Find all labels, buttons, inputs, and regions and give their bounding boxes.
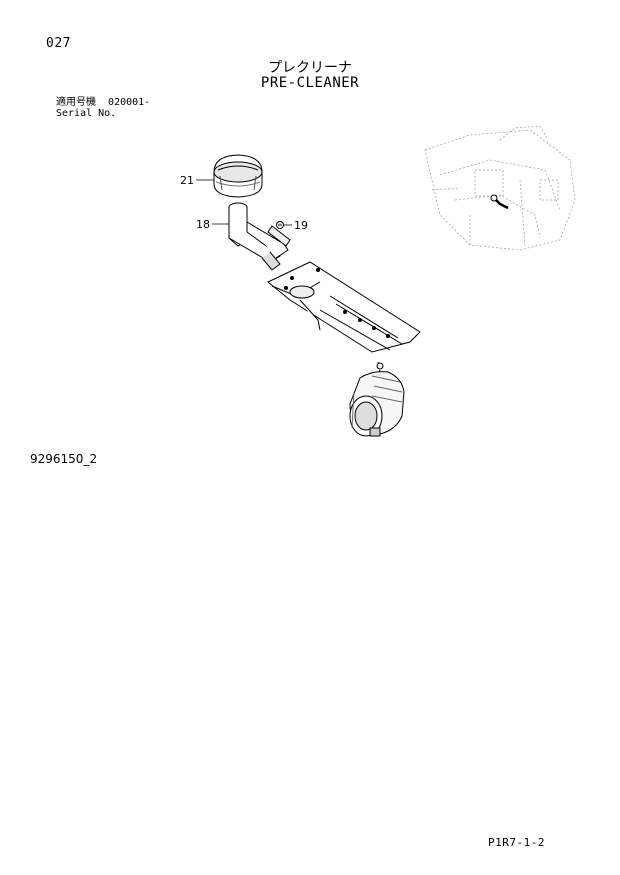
serial-label-jp: 適用号機 <box>56 97 96 108</box>
mounting-bracket <box>267 261 421 353</box>
air-cleaner-body <box>349 361 405 437</box>
intake-tube-18 <box>228 202 291 271</box>
overview-highlight-part <box>490 194 509 210</box>
serial-row-jp: 適用号機 020001- <box>56 97 150 108</box>
figure-id: 9296150_2 <box>30 452 98 466</box>
callout-label-18: 18 <box>196 218 210 231</box>
pre-cleaner-cap-21 <box>213 154 263 198</box>
page-number: 027 <box>46 36 71 51</box>
serial-label-en: Serial No. <box>56 108 117 119</box>
page-title-english: PRE-CLEANER <box>260 75 360 91</box>
callout-18: 18 <box>196 218 229 231</box>
sheet-code: P1R7-1-2 <box>488 836 545 849</box>
serial-value: 020001- <box>108 97 151 108</box>
machine-overview-sketch <box>424 125 576 251</box>
serial-info: 適用号機 020001- Serial No. <box>56 97 150 119</box>
screw-19 <box>276 221 284 229</box>
callout-label-21: 21 <box>180 174 194 187</box>
page-title-japanese: プレクリーナ <box>268 60 352 76</box>
serial-row-en: Serial No. <box>56 108 150 119</box>
callout-21: 21 <box>180 174 214 187</box>
callout-label-19: 19 <box>294 219 308 232</box>
callout-19: 19 <box>284 219 308 232</box>
